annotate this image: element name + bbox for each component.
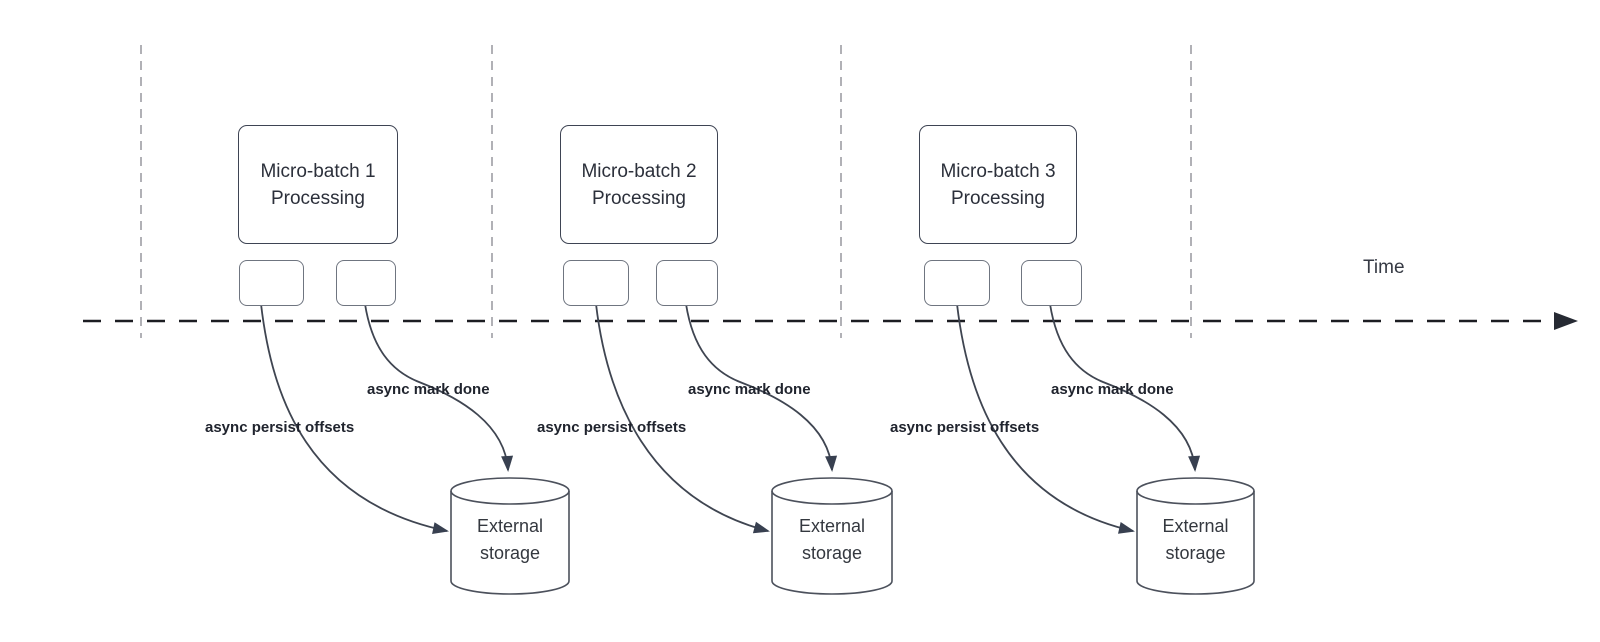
mark-done-arrow: [1049, 303, 1201, 472]
persist-task-box: [239, 260, 304, 306]
persist-offsets-label: async persist offsets: [205, 419, 355, 436]
storage-cylinder-shape: [1136, 477, 1255, 595]
micro-batch-3-box: Micro-batch 3 Processing: [919, 125, 1077, 244]
mark-done-label: async mark done: [367, 381, 490, 398]
storage-cylinder-shape: [771, 477, 893, 595]
external-storage-label: External storage: [476, 516, 544, 563]
external-storage-label: External storage: [1162, 516, 1229, 563]
mark-done-arrow: [364, 303, 514, 472]
persist-offsets-arrow: [260, 303, 449, 535]
persist-task-box: [563, 260, 629, 306]
mark-done-task-box: [656, 260, 718, 306]
persist-offsets-arrow: [595, 303, 770, 534]
persist-offsets-arrow: [956, 303, 1135, 534]
mark-done-label: async mark done: [688, 381, 811, 398]
external-storage-label: External storage: [798, 516, 866, 563]
time-axis-arrowhead-icon: [1554, 312, 1578, 330]
mark-done-label: async mark done: [1051, 381, 1174, 398]
mark-done-task-box: [1021, 260, 1082, 306]
mark-done-task-box: [336, 260, 396, 306]
persist-offsets-label: async persist offsets: [537, 419, 687, 436]
micro-batch-1-box: Micro-batch 1 Processing: [238, 125, 398, 244]
micro-batch-2-box: Micro-batch 2 Processing: [560, 125, 718, 244]
time-axis-label: Time: [1363, 257, 1405, 278]
mark-done-arrow: [685, 303, 838, 472]
persist-offsets-label: async persist offsets: [890, 419, 1040, 436]
storage-cylinder-shape: [450, 477, 570, 595]
persist-task-box: [924, 260, 990, 306]
